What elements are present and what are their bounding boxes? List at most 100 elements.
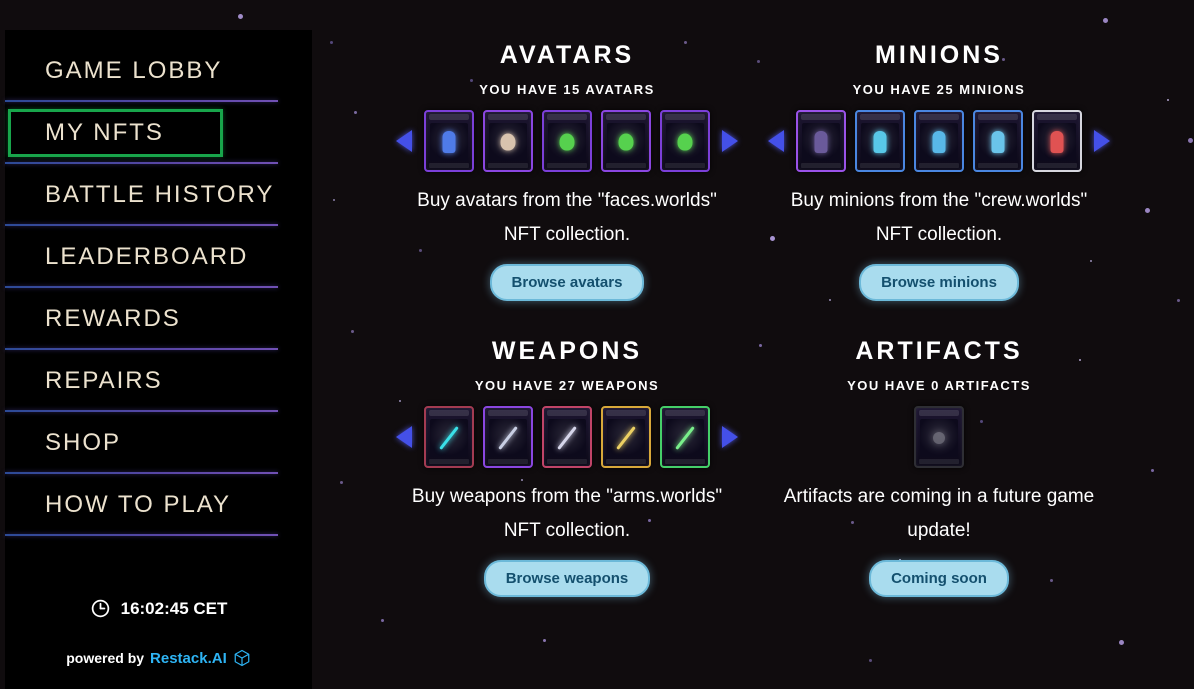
cube-icon [234, 649, 250, 667]
nft-card-footer-bar [547, 459, 587, 464]
nft-card-artwork [548, 419, 586, 457]
sidebar-item-game-lobby[interactable]: GAME LOBBY [5, 40, 312, 102]
nft-card-artwork [430, 419, 468, 457]
nft-card-title-bar [978, 114, 1018, 120]
section-description: Buy minions from the "crew.worlds" NFT c… [790, 190, 1088, 245]
carousel-next-button[interactable] [722, 130, 738, 152]
nft-card-title-bar [547, 410, 587, 416]
nft-card-artwork [489, 419, 527, 457]
sidebar-nav: GAME LOBBY MY NFTS BATTLE HISTORY LEADER… [5, 30, 312, 536]
sidebar-menu-item-label: GAME LOBBY [45, 57, 223, 84]
nft-card-footer-bar [1037, 163, 1077, 168]
avatar-card-5[interactable] [660, 110, 710, 172]
minion-card-4[interactable] [973, 110, 1023, 172]
minion-card-3[interactable] [914, 110, 964, 172]
sidebar-menu-item-label: SHOP [45, 429, 122, 456]
weapon-card-3[interactable] [542, 406, 592, 468]
nft-card-footer-bar [429, 163, 469, 168]
sidebar-menu-item-label: REPAIRS [45, 367, 163, 394]
powered-by-brand-link[interactable]: Restack.AI [150, 649, 227, 667]
nft-card-list [796, 110, 1082, 172]
nft-card-artwork [802, 123, 840, 161]
avatar-card-4[interactable] [601, 110, 651, 172]
nft-card-title-bar [665, 114, 705, 120]
browse-button[interactable]: Browse weapons [483, 560, 651, 597]
nft-card-artwork [666, 419, 704, 457]
browse-button[interactable]: Browse minions [859, 264, 1019, 301]
nft-section-weapons: WEAPONS YOU HAVE 27 WEAPONS Buy weapons … [381, 336, 753, 632]
sidebar-item-my-nfts[interactable]: MY NFTS [5, 102, 312, 164]
sidebar-item-how-to-play[interactable]: HOW TO PLAY [5, 474, 312, 536]
sidebar-item-battle-history[interactable]: BATTLE HISTORY [5, 164, 312, 226]
nft-card-list [914, 406, 964, 468]
nft-card-footer-bar [860, 163, 900, 168]
artifact-placeholder-card[interactable] [914, 406, 964, 468]
minion-card-5[interactable] [1032, 110, 1082, 172]
section-description: Buy weapons from the "arms.worlds" NFT c… [411, 486, 723, 541]
section-title: MINIONS [875, 41, 1003, 69]
avatar-card-3[interactable] [542, 110, 592, 172]
nft-card-artwork [548, 123, 586, 161]
nft-section-artifacts: ARTIFACTS YOU HAVE 0 ARTIFACTS Artifacts… [753, 336, 1125, 632]
nft-card-footer-bar [606, 459, 646, 464]
section-count-text: YOU HAVE 25 MINIONS [852, 82, 1026, 97]
browse-button[interactable]: Browse avatars [489, 264, 645, 301]
nft-card-artwork [920, 419, 958, 457]
minion-card-1[interactable] [796, 110, 846, 172]
carousel-prev-button[interactable] [396, 426, 412, 448]
nft-card-footer-bar [606, 163, 646, 168]
minion-card-2[interactable] [855, 110, 905, 172]
weapon-card-5[interactable] [660, 406, 710, 468]
clock-row: 16:02:45 CET [5, 598, 312, 619]
nft-card-artwork [666, 123, 704, 161]
nft-card-title-bar [606, 114, 646, 120]
weapon-card-4[interactable] [601, 406, 651, 468]
section-count-text: YOU HAVE 27 WEAPONS [474, 378, 660, 393]
powered-by-prefix: powered by [66, 650, 145, 666]
nft-card-artwork [489, 123, 527, 161]
nft-card-artwork [1038, 123, 1076, 161]
section-description: Buy avatars from the "faces.worlds" NFT … [417, 190, 717, 245]
nft-card-title-bar [919, 410, 959, 416]
nft-card-title-bar [488, 410, 528, 416]
nft-card-title-bar [488, 114, 528, 120]
nft-card-title-bar [801, 114, 841, 120]
weapon-card-2[interactable] [483, 406, 533, 468]
sidebar-menu-item-label: BATTLE HISTORY [45, 181, 275, 208]
sidebar-footer: 16:02:45 CET powered by Restack.AI [5, 598, 312, 667]
nft-card-footer-bar [801, 163, 841, 168]
nft-card-footer-bar [665, 163, 705, 168]
carousel-next-button[interactable] [1094, 130, 1110, 152]
sidebar-item-rewards[interactable]: REWARDS [5, 288, 312, 350]
nft-card-footer-bar [547, 163, 587, 168]
nft-card-title-bar [860, 114, 900, 120]
section-description: Artifacts are coming in a future game up… [783, 486, 1095, 541]
nft-card-footer-bar [488, 163, 528, 168]
section-title: WEAPONS [491, 337, 643, 365]
nft-card-footer-bar [978, 163, 1018, 168]
sidebar-item-shop[interactable]: SHOP [5, 412, 312, 474]
carousel-prev-button[interactable] [768, 130, 784, 152]
nft-card-footer-bar [919, 459, 959, 464]
nft-card-title-bar [665, 410, 705, 416]
weapon-card-1[interactable] [424, 406, 474, 468]
nft-carousel [753, 110, 1125, 172]
starfield-small [0, 0, 2, 2]
avatar-card-2[interactable] [483, 110, 533, 172]
avatar-card-1[interactable] [424, 110, 474, 172]
sidebar-menu-item-label: LEADERBOARD [45, 243, 249, 270]
carousel-next-button[interactable] [722, 426, 738, 448]
nft-card-artwork [607, 419, 645, 457]
nft-carousel [381, 406, 753, 468]
browse-button[interactable]: Coming soon [869, 560, 1009, 597]
nft-card-title-bar [919, 114, 959, 120]
section-title: ARTIFACTS [855, 337, 1023, 365]
sidebar-item-leaderboard[interactable]: LEADERBOARD [5, 226, 312, 288]
carousel-prev-button[interactable] [396, 130, 412, 152]
sidebar: GAME LOBBY MY NFTS BATTLE HISTORY LEADER… [5, 30, 312, 689]
nft-card-title-bar [429, 410, 469, 416]
nft-card-artwork [920, 123, 958, 161]
section-title: AVATARS [499, 41, 635, 69]
sidebar-item-repairs[interactable]: REPAIRS [5, 350, 312, 412]
nft-card-footer-bar [665, 459, 705, 464]
